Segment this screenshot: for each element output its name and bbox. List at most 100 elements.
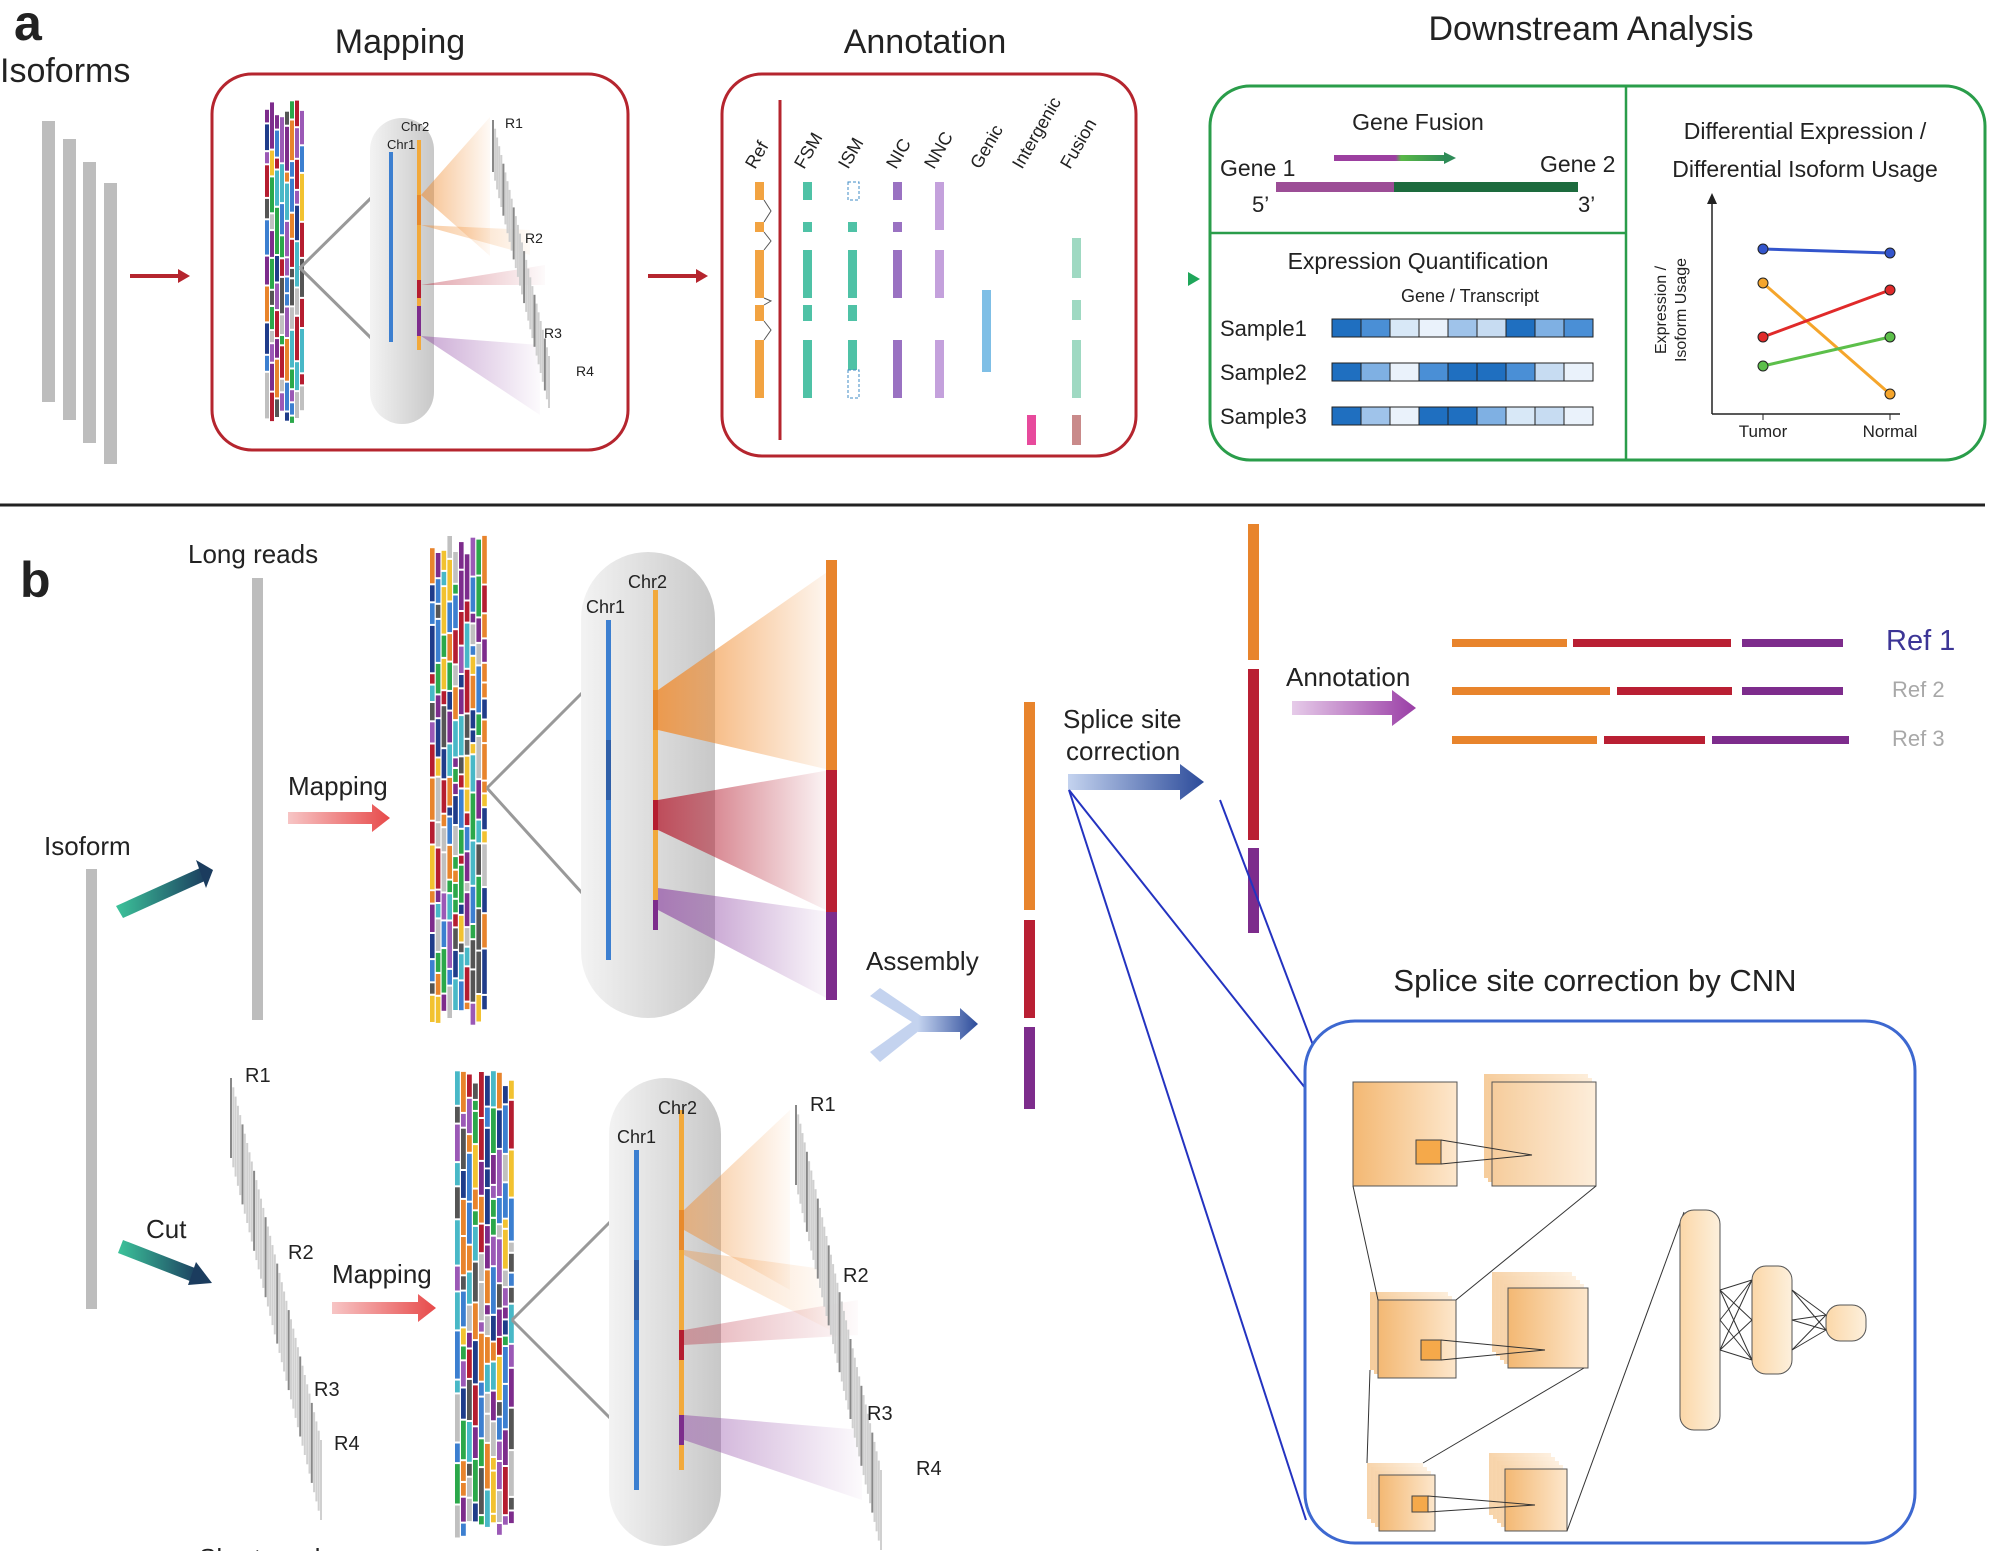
genome-segment [485, 1128, 490, 1168]
col-nnc: NNC [920, 128, 957, 172]
genome-segment [464, 813, 470, 826]
mapB2-r3: R3 [867, 1403, 893, 1425]
diff-ylabel-1: Expression / [1653, 265, 1670, 354]
short-read [494, 128, 497, 181]
genome-segment [482, 585, 487, 613]
genome-segment [503, 1229, 508, 1269]
splice-label-2: correction [1066, 736, 1180, 766]
genome-segment [265, 198, 269, 219]
genome-segment [453, 552, 458, 583]
genome-segment [479, 1468, 484, 1515]
genome-segment [497, 1284, 502, 1308]
genome-segment [467, 1245, 472, 1271]
cut-label: Cut [146, 1214, 187, 1244]
genome-segment [467, 1098, 472, 1134]
three-prime-label: 3’ [1578, 192, 1595, 217]
genome-segment [461, 1237, 466, 1275]
genome-segment [285, 412, 289, 421]
annotation-isoforms [755, 181, 1081, 445]
genome-segment [461, 1071, 466, 1112]
differential-section: Differential Expression / Differential I… [1653, 118, 1938, 441]
genome-segment [435, 823, 441, 847]
genome-segment [280, 204, 284, 235]
col-ref: Ref [741, 137, 773, 172]
genome-segment [497, 1524, 502, 1535]
short-read [797, 1114, 800, 1195]
short-read [873, 1441, 876, 1522]
genome-segment [285, 277, 289, 293]
genome-segment [479, 1119, 484, 1160]
genome-segment [464, 714, 470, 738]
genome-segment [461, 1199, 466, 1235]
genome-segment [479, 1382, 484, 1396]
sample3-label: Sample3 [1220, 404, 1307, 429]
genome-segment [464, 789, 470, 812]
genome-segment [290, 416, 294, 423]
genome-segment [435, 848, 441, 889]
genome-segment [280, 236, 284, 258]
genome-segment [435, 919, 441, 951]
diff-title-1: Differential Expression / [1684, 118, 1927, 144]
genome-segment [280, 117, 284, 163]
genome-segment [479, 1224, 484, 1253]
short-read [527, 268, 530, 321]
genome-segment [447, 817, 452, 844]
short-read [269, 1235, 272, 1316]
genome-segment [509, 1304, 514, 1343]
genome-segment [482, 794, 487, 807]
genome-segment [470, 624, 476, 645]
arrow-a2 [648, 269, 708, 283]
short-read [266, 1226, 269, 1307]
short-reads-staircase: R1 R2 R3 R4 [230, 1065, 360, 1520]
genome-segment [441, 658, 447, 690]
genome-segment [485, 1226, 490, 1244]
short-read [519, 233, 521, 286]
heatmap-cell [1505, 362, 1536, 382]
genome-segment [455, 1220, 460, 1265]
ref3-label: Ref 3 [1892, 726, 1945, 751]
five-prime-label: 5’ [1252, 192, 1269, 217]
genome-segment [447, 894, 452, 920]
short-read [545, 347, 548, 400]
genome-segment [453, 783, 458, 795]
genome-segment [455, 1266, 460, 1291]
splice-arrow [1068, 764, 1204, 800]
genome-segment [470, 537, 476, 576]
short-read [285, 1300, 288, 1381]
genome-segment [270, 102, 274, 149]
short-read [492, 120, 494, 172]
genome-segment [265, 372, 269, 419]
genome-segment [430, 995, 435, 1022]
genome-segment [447, 880, 452, 893]
genome-segment [467, 1272, 472, 1304]
diff-title-2: Differential Isoform Usage [1672, 156, 1937, 182]
genome-segment [473, 1100, 478, 1110]
genome-segment [485, 1305, 490, 1315]
genome-segment [461, 1361, 466, 1387]
genome-segment [476, 820, 481, 843]
short-read [864, 1404, 867, 1485]
panel-a-letter: a [14, 0, 43, 51]
short-r1: R1 [245, 1065, 271, 1087]
short-read [521, 242, 523, 295]
genome-segment [441, 571, 447, 586]
col-ism: ISM [834, 134, 867, 172]
short-read [858, 1376, 861, 1457]
genome-segment [461, 1388, 466, 1419]
short-read [875, 1451, 878, 1532]
genome-segment [455, 1106, 460, 1123]
genome-segment [441, 828, 447, 852]
short-read [283, 1291, 286, 1372]
genome-segment [275, 158, 279, 169]
short-read [829, 1254, 832, 1335]
short-read [539, 321, 542, 373]
short-read [510, 198, 513, 251]
splice-label-1: Splice site [1063, 704, 1182, 734]
genome-segment [290, 369, 294, 389]
genome-segment [455, 1124, 460, 1162]
genome-segment [275, 256, 279, 282]
heatmap-cell [1360, 406, 1391, 426]
genome-segment [491, 1391, 496, 1421]
genome-segment [459, 829, 464, 854]
heatmap-cell [1563, 362, 1594, 382]
